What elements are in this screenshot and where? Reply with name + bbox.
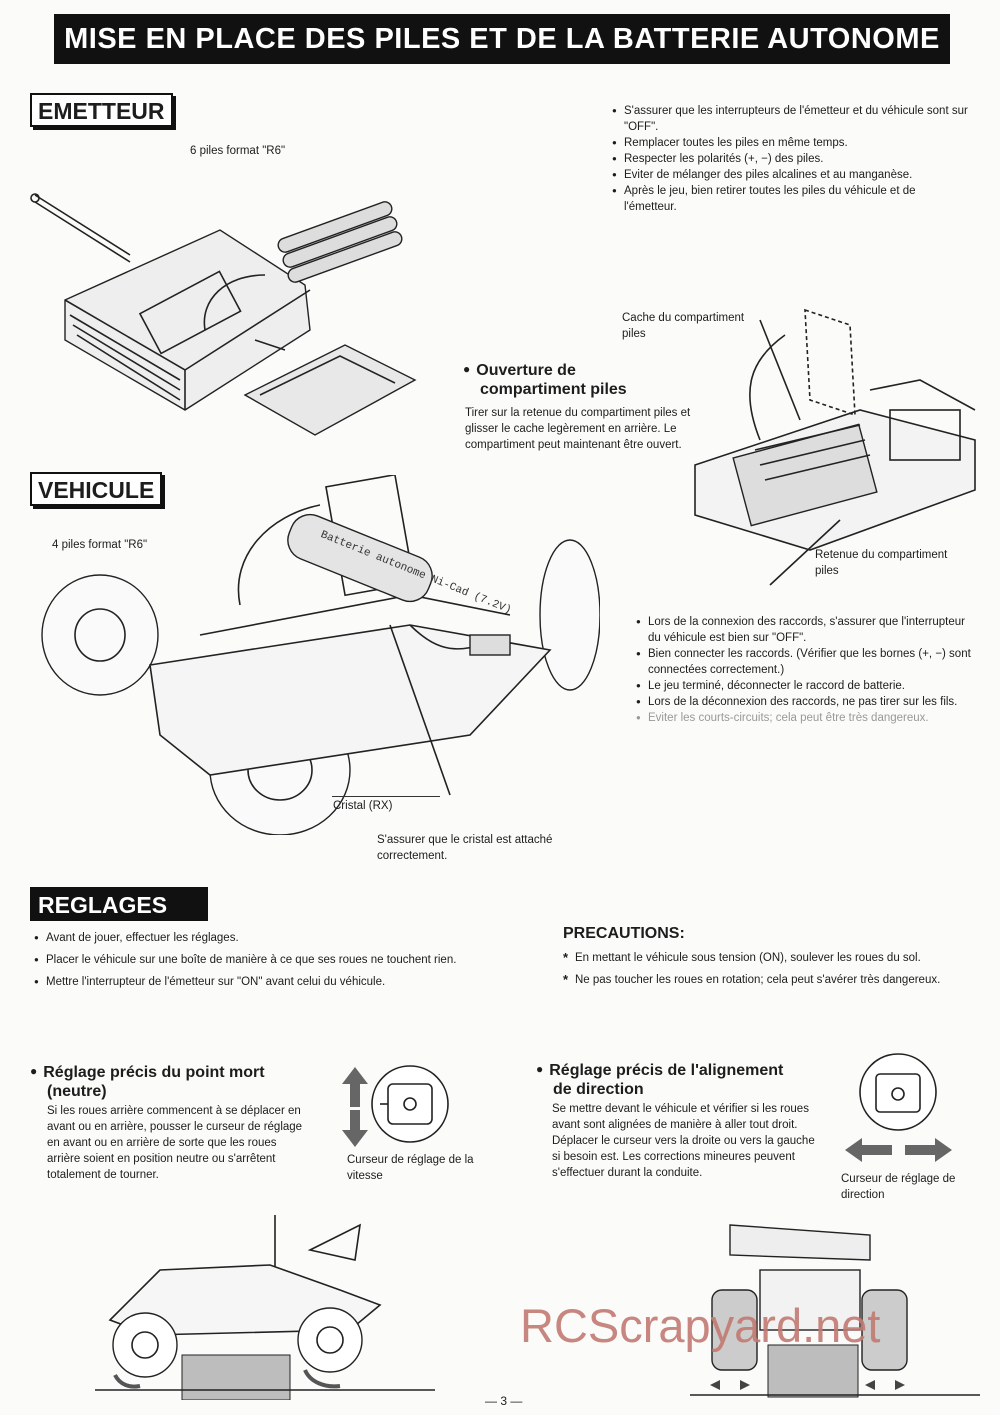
- emetteur-note: Après le jeu, bien retirer toutes les pi…: [612, 183, 970, 215]
- neutre-label: Curseur de réglage de la vitesse: [347, 1154, 474, 1182]
- arrow-left-icon: [845, 1138, 892, 1162]
- page-number: — 3 —: [485, 1394, 523, 1408]
- transmitter-illustration: [30, 193, 417, 436]
- reglages-item: Placer le véhicule sur une boîte de mani…: [34, 952, 474, 968]
- vehicule-notes: Lors de la connexion des raccords, s'ass…: [636, 614, 974, 726]
- alignement-heading-line2: de direction: [553, 1081, 644, 1098]
- label-cache: Cache du compartiment piles: [622, 312, 745, 340]
- ouverture-heading-line2: compartiment piles: [480, 381, 627, 398]
- watermark: RCScrapyard.net: [520, 1299, 881, 1352]
- vehicule-caption: 4 piles format "R6": [52, 539, 148, 551]
- compartment-illustration: [694, 308, 976, 586]
- alignement-text: Se mettre devant le véhicule et vérifier…: [552, 1103, 815, 1179]
- label-retenue: Retenue du compartiment piles: [815, 549, 948, 577]
- vehicle-illustration: Batterie autonome Ni-Cad (7.2V): [41, 475, 600, 835]
- reglages-item: Avant de jouer, effectuer les réglages.: [34, 930, 474, 946]
- steering-trim-illustration: [845, 1053, 952, 1162]
- neutre-heading: ●Réglage précis du point mort (neutre): [30, 1064, 265, 1100]
- emetteur-note: Eviter de mélanger des piles alcalines e…: [612, 167, 970, 183]
- ouverture-heading-line1: Ouverture de: [476, 362, 576, 379]
- emetteur-note: S'assurer que les interrupteurs de l'éme…: [612, 103, 970, 135]
- batteries-icon: [277, 201, 403, 283]
- emetteur-note: Remplacer toutes les piles en même temps…: [612, 135, 970, 151]
- vehicule-note: Bien connecter les raccords. (Vérifier q…: [636, 646, 974, 678]
- speed-trim-illustration: [342, 1065, 449, 1147]
- precaution-item: En mettant le véhicule sous tension (ON)…: [563, 950, 961, 966]
- reglages-heading: REGLAGES: [30, 887, 208, 921]
- alignement-heading-line1: Réglage précis de l'alignement: [549, 1062, 784, 1079]
- vehicule-note: Le jeu terminé, déconnecter le raccord d…: [636, 678, 974, 694]
- emetteur-heading: EMETTEUR: [30, 93, 173, 127]
- alignement-label: Curseur de réglage de direction: [841, 1173, 956, 1201]
- vehicule-heading: VEHICULE: [30, 472, 163, 506]
- cristal-note: S'assurer que le cristal est attaché cor…: [377, 834, 553, 862]
- neutre-heading-line1: Réglage précis du point mort: [43, 1064, 265, 1081]
- emetteur-caption: 6 piles format "R6": [190, 145, 286, 157]
- vehicule-note: Lors de la déconnexion des raccords, ne …: [636, 694, 974, 710]
- vehicule-faded-note: Eviter les courts-circuits; cela peut êt…: [636, 710, 974, 726]
- neutre-text: Si les roues arrière commencent à se dép…: [47, 1105, 303, 1181]
- reglages-item: Mettre l'interrupteur de l'émetteur sur …: [34, 974, 474, 990]
- neutre-heading-line2: (neutre): [47, 1083, 107, 1100]
- arrow-right-icon: [905, 1138, 952, 1162]
- car-front-view-illustration: [690, 1224, 980, 1398]
- precautions-title: PRECAUTIONS:: [563, 925, 685, 942]
- arrow-down-icon: [342, 1110, 368, 1147]
- ouverture-text: Tirer sur la retenue du compartiment pil…: [465, 407, 691, 451]
- battery-pack: Batterie autonome Ni-Cad (7.2V): [287, 513, 513, 617]
- emetteur-note: Respecter les polarités (+, −) des piles…: [612, 151, 970, 167]
- emetteur-notes: S'assurer que les interrupteurs de l'éme…: [612, 103, 970, 215]
- cristal-label: Cristal (RX): [333, 800, 393, 812]
- precautions-list: En mettant le véhicule sous tension (ON)…: [563, 950, 961, 988]
- reglages-items: Avant de jouer, effectuer les réglages. …: [34, 930, 474, 990]
- precaution-item: Ne pas toucher les roues en rotation; ce…: [563, 972, 961, 988]
- car-side-view-illustration: [95, 1215, 435, 1400]
- page-title: MISE EN PLACE DES PILES ET DE LA BATTERI…: [54, 14, 950, 64]
- alignement-heading: ●Réglage précis de l'alignement de direc…: [536, 1062, 784, 1098]
- vehicule-note: Lors de la connexion des raccords, s'ass…: [636, 614, 974, 646]
- arrow-up-icon: [342, 1067, 368, 1107]
- ouverture-heading: ●Ouverture de compartiment piles: [463, 362, 627, 398]
